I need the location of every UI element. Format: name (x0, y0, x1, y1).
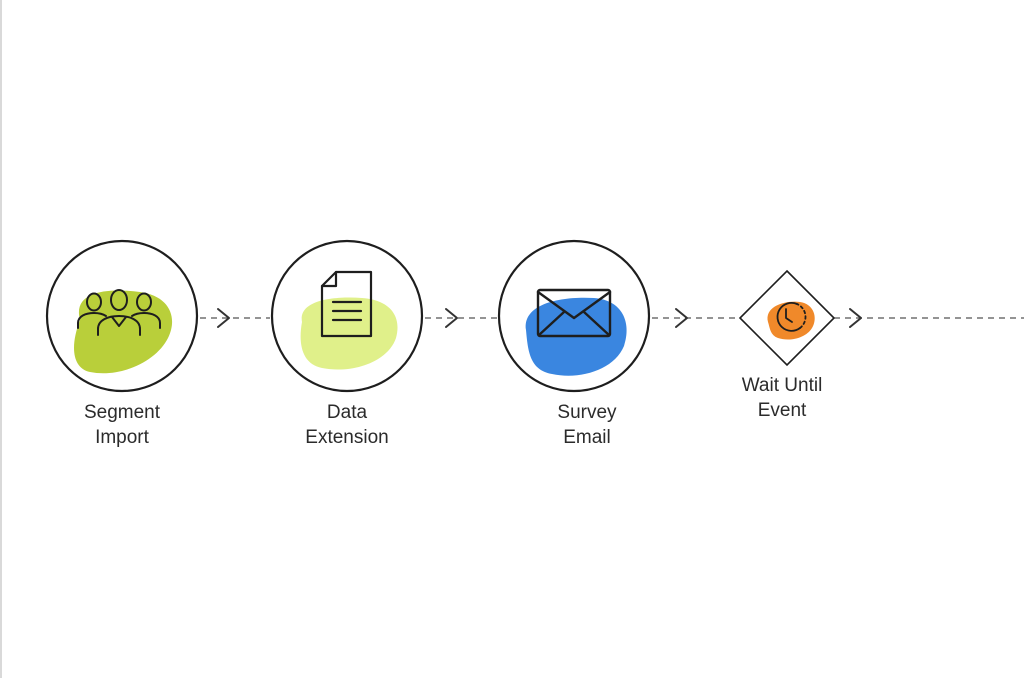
clock-icon (776, 301, 807, 332)
node-data-extension[interactable] (270, 239, 424, 393)
chevron-right-icon (445, 308, 458, 328)
label-line: Extension (305, 427, 389, 448)
node-label-survey-email: Survey Email (497, 400, 677, 450)
node-label-wait-until-event: Wait Until Event (692, 373, 872, 423)
node-wait-until-event[interactable] (738, 269, 836, 367)
node-survey-email[interactable] (497, 239, 651, 393)
label-line: Email (563, 427, 611, 448)
label-line: Event (757, 400, 807, 421)
people-icon (77, 289, 161, 336)
node-blob (74, 290, 173, 374)
label-line: Survey (557, 402, 617, 423)
node-label-data-extension: Data Extension (257, 400, 437, 450)
chevron-right-icon (217, 308, 230, 328)
page-left-border (0, 0, 2, 678)
chevron-right-icon (849, 308, 862, 328)
label-line: Wait Until (741, 375, 823, 396)
envelope-icon (536, 288, 612, 338)
node-label-segment-import: Segment Import (32, 400, 212, 450)
chevron-right-icon (675, 308, 688, 328)
label-line: Import (95, 427, 149, 448)
label-line: Data (326, 402, 368, 423)
node-blob (300, 297, 398, 370)
document-icon (320, 270, 373, 338)
node-segment-import[interactable] (45, 239, 199, 393)
label-line: Segment (83, 402, 161, 423)
